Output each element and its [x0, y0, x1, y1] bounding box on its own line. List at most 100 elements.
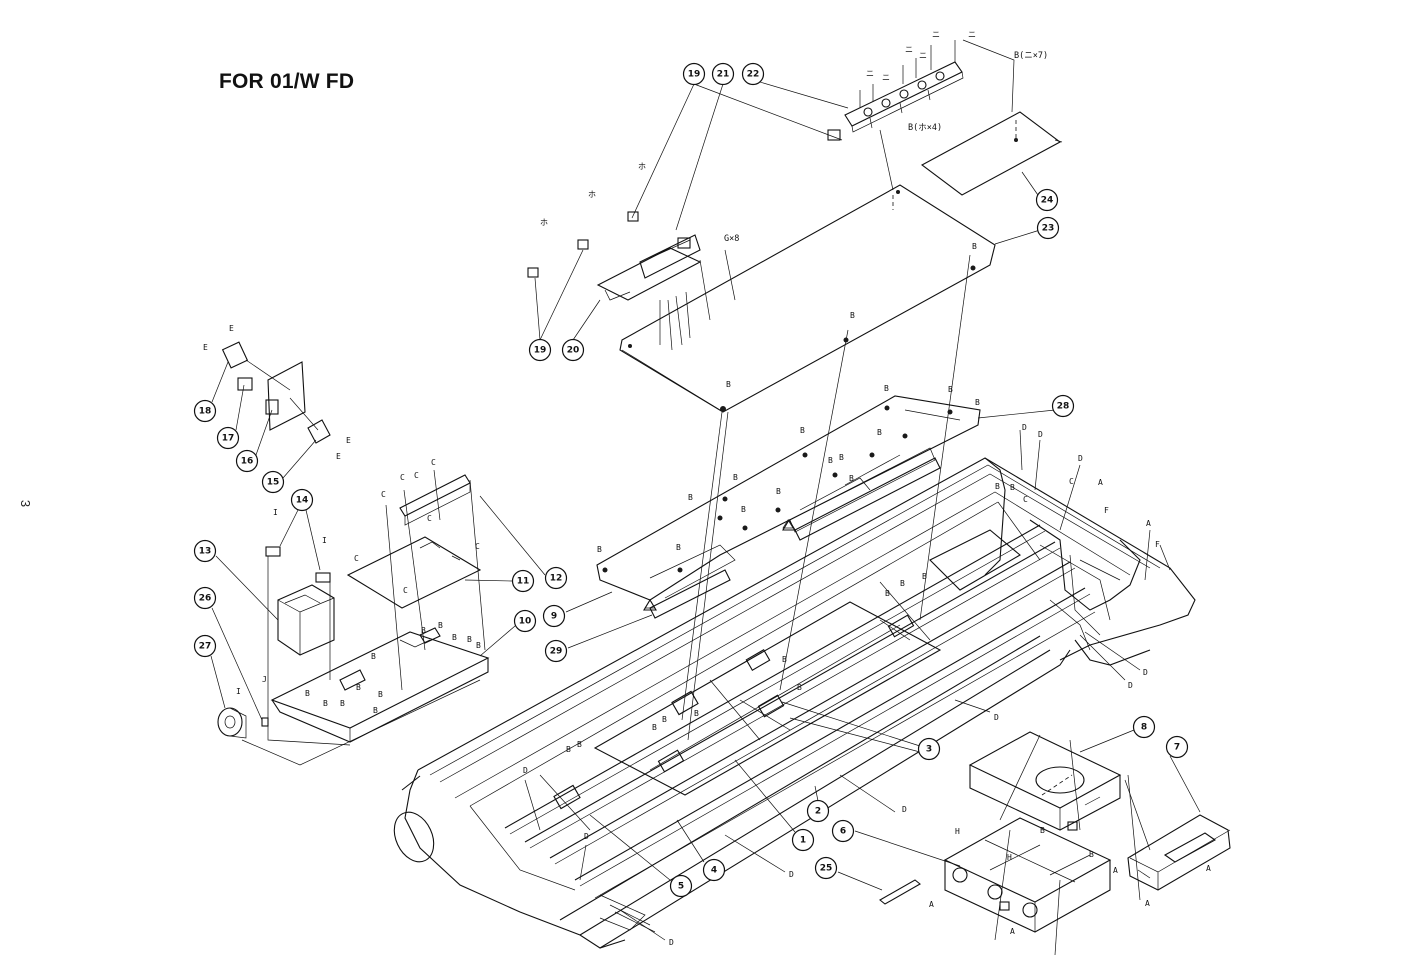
fastener-label: H — [1007, 853, 1012, 862]
power-inlet-assembly — [221, 341, 331, 444]
strip-25 — [879, 879, 921, 905]
svg-text:20: 20 — [567, 346, 580, 356]
fd-bracket-20 — [527, 211, 702, 301]
fastener-label: D — [584, 832, 589, 841]
fastener-label: F — [1155, 540, 1160, 549]
quantity-note: B(ニ×7) — [1014, 51, 1048, 61]
svg-text:29: 29 — [550, 647, 563, 657]
transformer-13 — [265, 546, 335, 656]
part-callout-14: 14 — [290, 488, 314, 512]
fastener-label: H — [955, 827, 960, 836]
part-callout-27: 27 — [193, 634, 217, 658]
part-callout-4: 4 — [702, 858, 726, 882]
fastener-label: B — [884, 384, 889, 393]
fastener-label: B — [452, 633, 457, 642]
fastener-label: B — [972, 242, 977, 251]
svg-text:17: 17 — [222, 434, 235, 444]
fastener-label: B — [378, 690, 383, 699]
fastener-label: B — [467, 635, 472, 644]
fastener-label: B — [1010, 483, 1015, 492]
fastener-label: A — [1146, 519, 1151, 528]
quantity-notes: B(ニ×7)B(ホ×4)G×8 — [724, 51, 1048, 244]
svg-text:24: 24 — [1041, 196, 1054, 206]
fastener-label: C — [403, 586, 408, 595]
part-callout-9: 9 — [542, 604, 566, 628]
part-callout-19: 19 — [528, 338, 552, 362]
part-callout-3: 3 — [917, 737, 941, 761]
fd-cover-7 — [1127, 814, 1231, 891]
part-callout-15: 15 — [261, 470, 285, 494]
fastener-label: B — [828, 456, 833, 465]
svg-text:15: 15 — [267, 478, 280, 488]
fastener-label: B — [688, 493, 693, 502]
fastener-label: B — [995, 482, 1000, 491]
fastener-label: ニ — [968, 30, 976, 39]
svg-text:26: 26 — [199, 594, 212, 604]
part-callout-19: 19 — [682, 62, 706, 86]
small-panel-24 — [920, 111, 1062, 196]
svg-text:19: 19 — [534, 346, 547, 356]
fastener-label: B — [597, 545, 602, 554]
fastener-label: E — [229, 324, 234, 333]
fastener-label: B — [1040, 826, 1045, 835]
part-callout-20: 20 — [561, 338, 585, 362]
svg-text:21: 21 — [717, 70, 730, 80]
fastener-label: B — [741, 505, 746, 514]
part-callout-8: 8 — [1132, 715, 1156, 739]
fastener-label: B — [323, 699, 328, 708]
fastener-label: B — [800, 426, 805, 435]
fastener-label: ホ — [638, 162, 646, 171]
svg-text:9: 9 — [551, 612, 557, 622]
top-panel-23 — [619, 184, 996, 413]
part-callout-29: 29 — [544, 639, 568, 663]
fastener-label: A — [929, 900, 934, 909]
fastener-label: B — [782, 655, 787, 664]
jack-bracket-22 — [827, 40, 964, 141]
part-callout-24: 24 — [1035, 188, 1059, 212]
fastener-label: D — [789, 870, 794, 879]
fastener-label: C — [414, 471, 419, 480]
svg-text:28: 28 — [1057, 402, 1070, 412]
fastener-label: B — [652, 723, 657, 732]
fastener-label: D — [994, 713, 999, 722]
svg-text:25: 25 — [820, 864, 833, 874]
fastener-label: J — [262, 675, 267, 684]
fd-drive-8 — [968, 731, 1122, 831]
part-callout-17: 17 — [216, 426, 240, 450]
svg-text:1: 1 — [800, 836, 806, 846]
fastener-label: D — [1038, 430, 1043, 439]
fastener-label: B — [726, 380, 731, 389]
fastener-label: B — [733, 473, 738, 482]
fastener-label: B — [849, 474, 854, 483]
clamp-26 — [261, 717, 269, 727]
fastener-label: I — [273, 508, 278, 517]
fastener-label: D — [1078, 454, 1083, 463]
fastener-label: C — [475, 542, 480, 551]
fastener-label: B — [850, 311, 855, 320]
part-callout-5: 5 — [669, 874, 693, 898]
fastener-label: C — [1023, 495, 1028, 504]
svg-text:22: 22 — [747, 70, 760, 80]
fastener-label: D — [669, 938, 674, 947]
fastener-label: B — [676, 543, 681, 552]
fastener-label: ニ — [866, 69, 874, 78]
part-callout-18: 18 — [193, 399, 217, 423]
part-callout-2: 2 — [806, 799, 830, 823]
svg-text:13: 13 — [199, 547, 212, 557]
fastener-label: ホ — [540, 218, 548, 227]
part-callout-12: 12 — [544, 566, 568, 590]
pcb-11 — [346, 536, 482, 609]
fastener-label: C — [427, 514, 432, 523]
fastener-label: B — [975, 398, 980, 407]
part-callout-28: 28 — [1051, 394, 1075, 418]
fastener-label: B — [839, 453, 844, 462]
svg-text:6: 6 — [840, 827, 846, 837]
fastener-label: ニ — [882, 73, 890, 82]
svg-text:19: 19 — [688, 70, 701, 80]
fastener-label: A — [1113, 866, 1118, 875]
part-callout-6: 6 — [831, 819, 855, 843]
fastener-label: B — [694, 709, 699, 718]
